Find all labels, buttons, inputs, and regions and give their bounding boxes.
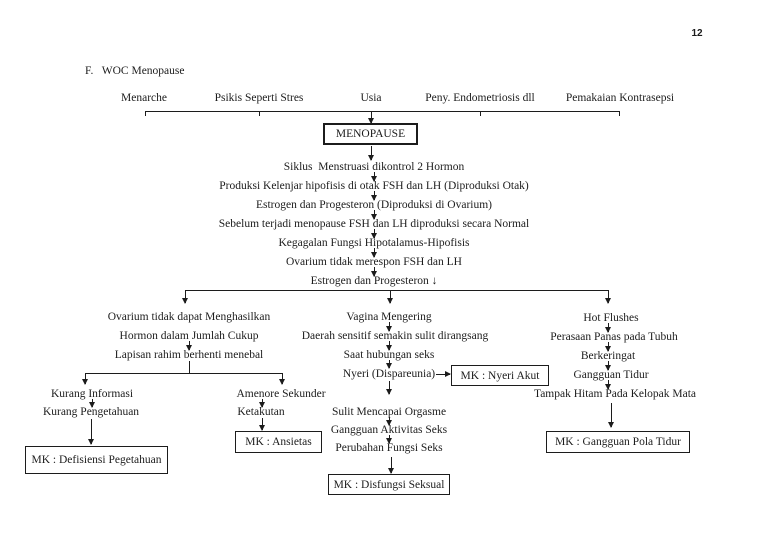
bracket-line: [145, 111, 620, 112]
middle-step: Nyeri (Dispareunia): [342, 368, 436, 380]
outcome-label: MK : Disfungsi Seksual: [333, 478, 445, 491]
down-arrow: [605, 380, 611, 390]
right-step: Gangguan Tidur: [573, 369, 649, 381]
page-number: 12: [691, 28, 703, 39]
down-arrow: [368, 112, 374, 124]
middle-step: Perubahan Fungsi Seks: [335, 442, 443, 454]
info-step: Kurang Pengetahuan: [42, 406, 140, 418]
down-arrow: [371, 191, 377, 201]
chain-step: Kegagalan Fungsi Hipotalamus-Hipofisis: [278, 237, 470, 249]
chain-step: Sebelum terjadi menopause FSH dan LH dip…: [218, 218, 530, 230]
down-arrow: [371, 210, 377, 220]
right-step: Perasaan Panas pada Tubuh: [550, 331, 678, 343]
down-arrow: [82, 373, 88, 385]
outcome-box-ansietas: MK : Ansietas: [235, 431, 322, 453]
down-arrow: [386, 417, 392, 426]
section-heading: F. WOC Menopause: [85, 65, 185, 77]
chain-step: Siklus Menstruasi dikontrol 2 Hormon: [283, 161, 465, 173]
outcome-box-pola-tidur: MK : Gangguan Pola Tidur: [546, 431, 690, 453]
down-arrow: [387, 290, 393, 304]
outcome-box-disfungsi: MK : Disfungsi Seksual: [328, 474, 450, 495]
bracket-tick: [480, 111, 481, 116]
outcome-label: MK : Gangguan Pola Tidur: [555, 436, 681, 448]
down-arrow: [605, 361, 611, 371]
down-arrow: [182, 290, 188, 304]
right-step: Hot Flushes: [583, 312, 639, 324]
info-step: Kurang Informasi: [50, 388, 134, 400]
split-line: [185, 290, 608, 291]
down-arrow: [371, 229, 377, 239]
cause-label-endometriosis: Peny. Endometriosis dll: [425, 92, 535, 104]
down-arrow: [259, 418, 265, 431]
down-arrow: [388, 457, 394, 474]
down-arrow: [368, 146, 374, 161]
down-arrow: [386, 341, 392, 351]
down-arrow: [605, 342, 611, 352]
down-arrow: [186, 341, 192, 351]
cause-label-psikis: Psikis Seperti Stres: [214, 92, 304, 104]
outcome-label: MK : Nyeri Akut: [460, 369, 540, 382]
chain-step: Ovarium tidak merespon FSH dan LH: [286, 256, 462, 268]
down-arrow: [371, 248, 377, 258]
down-arrow: [371, 267, 377, 277]
menopause-label: MENOPAUSE: [335, 128, 406, 140]
right-step: Tampak Hitam Pada Kelopak Mata: [533, 388, 697, 400]
split-line: [85, 373, 282, 374]
amenore-step: Ketakutan: [237, 406, 285, 418]
outcome-box-defisiensi: MK : Defisiensi Pegetahuan: [25, 446, 168, 474]
middle-step: Gangguan Aktivitas Seks: [330, 424, 448, 436]
amenore-step: Amenore Sekunder: [236, 388, 326, 400]
right-arrow: [436, 371, 451, 377]
left-step: Hormon dalam Jumlah Cukup: [119, 330, 259, 342]
connector-line: [189, 361, 190, 373]
left-step: Lapisan rahim berhenti menebal: [114, 349, 264, 361]
right-step: Berkeringat: [580, 350, 636, 362]
middle-step: Saat hubungan seks: [343, 349, 435, 361]
bracket-tick: [259, 111, 260, 116]
down-arrow: [88, 419, 94, 445]
chain-step: Estrogen dan Progesteron (Diproduksi di …: [255, 199, 493, 211]
middle-step: Sulit Mencapai Orgasme: [331, 406, 447, 418]
down-arrow: [386, 381, 392, 395]
bracket-tick: [619, 111, 620, 116]
down-arrow: [386, 360, 392, 369]
bracket-tick: [145, 111, 146, 116]
chain-step: Produksi Kelenjar hipofisis di otak FSH …: [219, 180, 529, 192]
down-arrow: [89, 399, 95, 408]
down-arrow: [605, 323, 611, 333]
menopause-box: MENOPAUSE: [323, 123, 418, 145]
outcome-label: MK : Defisiensi Pegetahuan: [31, 454, 162, 466]
middle-step: Daerah sensitif semakin sulit dirangsang: [301, 330, 489, 342]
cause-label-menarche: Menarche: [121, 92, 167, 104]
down-arrow: [279, 373, 285, 385]
cause-label-usia: Usia: [360, 92, 382, 104]
outcome-label: MK : Ansietas: [245, 436, 312, 448]
down-arrow: [371, 172, 377, 182]
left-step: Ovarium tidak dapat Menghasilkan: [107, 311, 271, 323]
outcome-box-nyeri-akut: MK : Nyeri Akut: [451, 365, 549, 386]
chain-step: Estrogen dan Progesteron ↓: [310, 275, 438, 287]
down-arrow: [386, 435, 392, 444]
down-arrow: [259, 399, 265, 408]
down-arrow: [386, 322, 392, 332]
down-arrow: [605, 290, 611, 304]
down-arrow: [608, 403, 614, 428]
cause-label-kontrasepsi: Pemakaian Kontrasepsi: [565, 92, 675, 104]
middle-step: Vagina Mengering: [346, 311, 432, 323]
